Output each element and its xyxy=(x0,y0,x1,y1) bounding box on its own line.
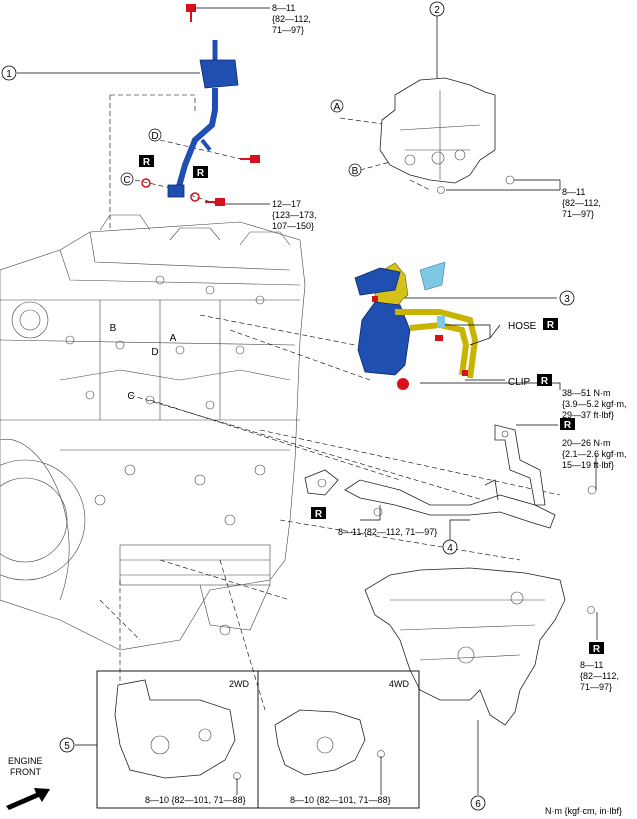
2wd-label: 2WD xyxy=(229,679,250,689)
leader-lines xyxy=(99,94,561,711)
units-label: N·m {kgf·cm, in·lbf} xyxy=(545,806,622,816)
svg-text:{123—173,: {123—173, xyxy=(272,210,317,220)
torque-20: 20—26 N·m {2.1—2.6 kgf·m, 15—19 ft·lbf} xyxy=(562,438,627,470)
4wd-label: 4WD xyxy=(389,679,410,689)
engine-block xyxy=(0,214,306,651)
callout-2: 2 xyxy=(429,1,445,17)
svg-text:15—19 ft·lbf}: 15—19 ft·lbf} xyxy=(562,460,614,470)
svg-text:8—11: 8—11 xyxy=(272,3,295,13)
svg-text:4: 4 xyxy=(447,543,453,554)
svg-text:R: R xyxy=(564,420,572,431)
svg-text:R: R xyxy=(197,168,205,179)
letter-B-marker: B xyxy=(348,163,362,177)
torque-pipe: 8—11 {82—112, 71—97} xyxy=(338,527,437,537)
red-bolt-icons xyxy=(141,4,409,390)
svg-text:{82—112,: {82—112, xyxy=(272,14,311,24)
torque-2wd: 8—10 {82—101, 71—88} xyxy=(145,795,246,805)
part-4-pipe-assembly xyxy=(304,424,597,529)
part-5-4wd-cover xyxy=(274,709,366,776)
r-badge-clip: R xyxy=(537,374,552,387)
r-badge-2: R xyxy=(193,166,208,179)
part-5-2wd-cover xyxy=(114,679,236,779)
r-badge-hose: R xyxy=(543,318,558,331)
clip-label: CLIP xyxy=(508,377,531,388)
svg-text:A: A xyxy=(334,102,341,113)
svg-text:{82—112,: {82—112, xyxy=(562,198,601,208)
svg-text:107—150}: 107—150} xyxy=(272,221,314,231)
svg-text:6: 6 xyxy=(475,799,481,810)
svg-text:{2.1—2.6 kgf·m,: {2.1—2.6 kgf·m, xyxy=(562,449,627,459)
engine-front-label-1: ENGINE xyxy=(8,756,43,766)
torque-38: 38—51 N·m {3.9—5.2 kgf·m, 29—37 ft·lbf} xyxy=(562,388,627,420)
r-badge-gasket: R xyxy=(311,507,326,520)
svg-text:5: 5 xyxy=(64,741,70,752)
torque-4wd: 8—10 {82—101, 71—88} xyxy=(290,795,391,805)
letter-C-marker: C xyxy=(120,172,134,186)
svg-text:71—97}: 71—97} xyxy=(562,209,594,219)
svg-text:R: R xyxy=(547,320,555,331)
callout-6: 6 xyxy=(470,795,486,811)
torque-bracket2: 8—11 {82—112, 71—97} xyxy=(562,187,601,219)
part-6-shield xyxy=(364,567,566,726)
svg-text:12—17: 12—17 xyxy=(272,199,301,209)
svg-text:3: 3 xyxy=(564,294,570,305)
part-2-bracket xyxy=(379,77,496,184)
svg-text:29—37 ft·lbf}: 29—37 ft·lbf} xyxy=(562,410,614,420)
letter-D-marker: D xyxy=(148,128,162,142)
torque-shield6: 8—11 {82—112, 71—97} xyxy=(580,660,619,692)
engine-marker-A: A xyxy=(170,333,177,344)
callout-leaders xyxy=(17,7,598,795)
svg-text:{3.9—5.2 kgf·m,: {3.9—5.2 kgf·m, xyxy=(562,399,627,409)
svg-text:20—26 N·m: 20—26 N·m xyxy=(562,438,611,448)
engine-marker-D: D xyxy=(151,347,158,358)
engine-front-arrow-icon xyxy=(6,788,50,810)
engine-front-label-2: FRONT xyxy=(10,767,41,777)
svg-text:8—11: 8—11 xyxy=(580,660,603,670)
part-3-hose-bracket xyxy=(354,261,479,379)
svg-text:R: R xyxy=(593,644,601,655)
svg-text:C: C xyxy=(123,175,130,186)
svg-text:B: B xyxy=(352,166,359,177)
torque-mid: 12—17 {123—173, 107—150} xyxy=(272,199,317,231)
engine-marker-B: B xyxy=(110,323,117,334)
r-badge-6: R xyxy=(589,642,604,655)
r-badge-4: R xyxy=(560,418,575,431)
svg-text:R: R xyxy=(143,157,151,168)
callout-4: 4 xyxy=(442,539,458,555)
svg-text:R: R xyxy=(541,376,549,387)
letter-A-marker: A xyxy=(330,99,344,113)
svg-text:8—11: 8—11 xyxy=(562,187,585,197)
svg-text:71—97}: 71—97} xyxy=(580,682,612,692)
callout-5: 5 xyxy=(59,737,75,753)
torque-top: 8—11 {82—112, 71—97} xyxy=(272,3,311,35)
svg-text:2: 2 xyxy=(434,5,440,16)
callout-3: 3 xyxy=(559,290,575,306)
engine-marker-C: C xyxy=(127,391,134,402)
svg-text:71—97}: 71—97} xyxy=(272,25,304,35)
svg-text:{82—112,: {82—112, xyxy=(580,671,619,681)
hose-label: HOSE xyxy=(508,321,537,332)
r-badge-1: R xyxy=(139,155,154,168)
svg-text:1: 1 xyxy=(6,69,12,80)
svg-text:R: R xyxy=(315,509,323,520)
callout-1: 1 xyxy=(1,65,17,81)
part-1-pipe xyxy=(167,40,239,198)
svg-text:D: D xyxy=(151,131,158,142)
svg-text:38—51 N·m: 38—51 N·m xyxy=(562,388,611,398)
